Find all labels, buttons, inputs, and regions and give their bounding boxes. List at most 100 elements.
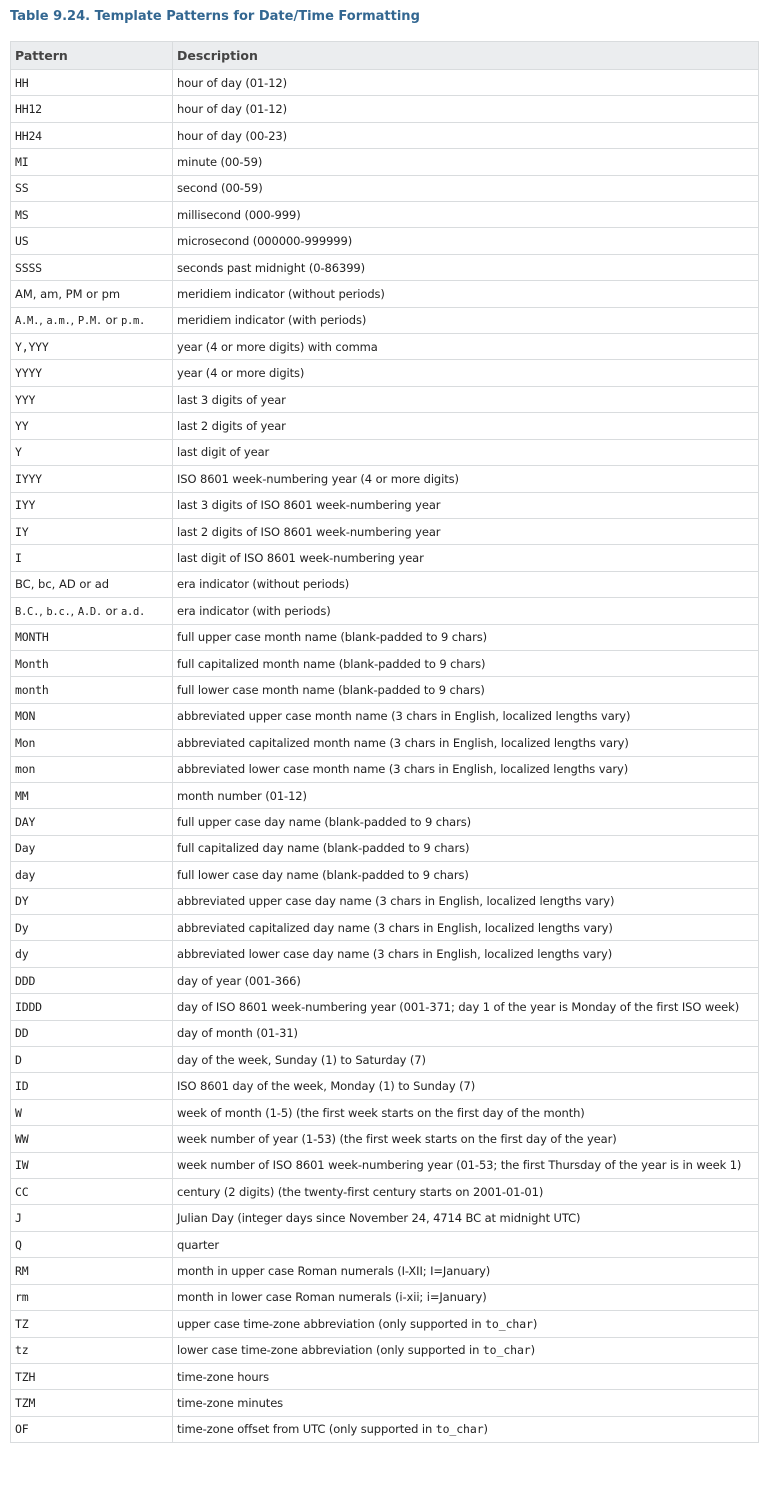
pattern-cell: SS <box>10 174 173 203</box>
description-text: full capitalized day name (blank-padded … <box>177 841 470 856</box>
pattern-cell: YY <box>10 412 173 440</box>
description-cell: abbreviated lower case month name (3 cha… <box>172 755 759 783</box>
description-cell: second (00-59) <box>172 174 759 203</box>
pattern-code: IYY <box>15 498 36 513</box>
description-cell: ISO 8601 day of the week, Monday (1) to … <box>172 1072 759 1100</box>
description-text: century (2 digits) (the twenty-first cen… <box>177 1184 544 1199</box>
pattern-cell: MI <box>10 148 173 176</box>
description-text: time-zone offset from UTC (only supporte… <box>177 1422 436 1437</box>
pattern-cell: AM, am, PM or pm <box>10 280 173 308</box>
description-cell: quarter <box>172 1230 759 1259</box>
pattern-code: P.M. <box>77 315 102 328</box>
pattern-code: DY <box>15 894 29 909</box>
description-text: week number of ISO 8601 week-numbering y… <box>177 1158 742 1173</box>
description-cell: abbreviated capitalized day name (3 char… <box>172 913 759 942</box>
description-text: Julian Day (integer days since November … <box>177 1211 581 1226</box>
pattern-text: , <box>39 313 47 328</box>
pattern-code: B.C. <box>15 605 40 618</box>
pattern-code: OF <box>15 1422 29 1437</box>
description-text: time-zone hours <box>177 1369 270 1384</box>
pattern-cell: DAY <box>10 808 173 836</box>
pattern-cell: IYY <box>10 491 173 519</box>
pattern-cell: MON <box>10 702 173 731</box>
pattern-code: A.D. <box>77 605 102 618</box>
description-text: last 2 digits of ISO 8601 week-numbering… <box>177 524 441 539</box>
pattern-cell: DDD <box>10 966 173 995</box>
pattern-cell: WW <box>10 1125 173 1153</box>
pattern-cell: IDDD <box>10 993 173 1021</box>
description-code: to_char <box>482 1343 531 1358</box>
description-cell: time-zone offset from UTC (only supporte… <box>172 1415 759 1444</box>
description-cell: full capitalized day name (blank-padded … <box>172 834 759 863</box>
description-text: abbreviated upper case month name (3 cha… <box>177 709 631 724</box>
pattern-cell: I <box>10 544 173 572</box>
pattern-cell: HH24 <box>10 121 173 150</box>
description-text: full lower case month name (blank-padded… <box>177 683 485 698</box>
description-text: quarter <box>177 1237 219 1252</box>
pattern-code: I <box>15 551 22 566</box>
pattern-code: SSSS <box>15 260 42 275</box>
description-cell: seconds past midnight (0-86399) <box>172 253 759 282</box>
pattern-code: TZ <box>15 1316 29 1331</box>
pattern-cell: MM <box>10 781 173 810</box>
pattern-cell: W <box>10 1098 173 1127</box>
description-text: week of month (1-5) (the first week star… <box>177 1105 585 1120</box>
description-text: month in upper case Roman numerals (I-XI… <box>177 1263 491 1278</box>
pattern-code: b.c. <box>46 605 71 618</box>
pattern-cell: month <box>10 676 173 704</box>
pattern-code: Y,YYY <box>15 339 49 354</box>
pattern-text: , <box>70 603 78 618</box>
pattern-code: IDDD <box>15 999 42 1014</box>
description-cell: time-zone hours <box>172 1362 759 1391</box>
description-text: week number of year (1-53) (the first we… <box>177 1131 617 1146</box>
description-cell: minute (00-59) <box>172 148 759 176</box>
description-text: last digit of ISO 8601 week-numbering ye… <box>177 551 424 566</box>
pattern-cell: Y <box>10 438 173 467</box>
pattern-text: AM, am, PM or pm <box>15 286 121 301</box>
description-cell: full lower case day name (blank-padded t… <box>172 861 759 889</box>
pattern-text: or <box>101 603 121 618</box>
pattern-cell: D <box>10 1046 173 1074</box>
description-text: ) <box>483 1422 489 1437</box>
description-cell: time-zone minutes <box>172 1389 759 1417</box>
pattern-cell: Y,YYY <box>10 333 173 361</box>
pattern-cell: Dy <box>10 913 173 942</box>
column-header-description: Description <box>172 41 759 70</box>
description-cell: era indicator (with periods) <box>172 597 759 625</box>
description-cell: last 2 digits of year <box>172 412 759 440</box>
pattern-text: , <box>39 603 47 618</box>
description-text: second (00-59) <box>177 181 263 196</box>
description-cell: last 3 digits of ISO 8601 week-numbering… <box>172 491 759 519</box>
pattern-code: SS <box>15 181 29 196</box>
pattern-code: YYYY <box>15 366 42 381</box>
pattern-cell: US <box>10 227 173 255</box>
pattern-cell: Day <box>10 834 173 863</box>
description-cell: week number of ISO 8601 week-numbering y… <box>172 1151 759 1180</box>
pattern-code: A.M. <box>15 315 40 328</box>
pattern-code: HH12 <box>15 102 42 117</box>
description-text: ISO 8601 week-numbering year (4 or more … <box>177 471 459 486</box>
pattern-cell: DY <box>10 887 173 916</box>
table-caption: Table 9.24. Template Patterns for Date/T… <box>10 9 420 24</box>
description-text: full capitalized month name (blank-padde… <box>177 656 486 671</box>
pattern-code: MS <box>15 207 29 222</box>
description-text: upper case time-zone abbreviation (only … <box>177 1316 486 1331</box>
description-text: abbreviated capitalized month name (3 ch… <box>177 735 629 750</box>
description-cell: lower case time-zone abbreviation (only … <box>172 1336 759 1364</box>
pattern-cell: TZM <box>10 1389 173 1417</box>
pattern-code: D <box>15 1052 22 1067</box>
pattern-cell: J <box>10 1204 173 1232</box>
